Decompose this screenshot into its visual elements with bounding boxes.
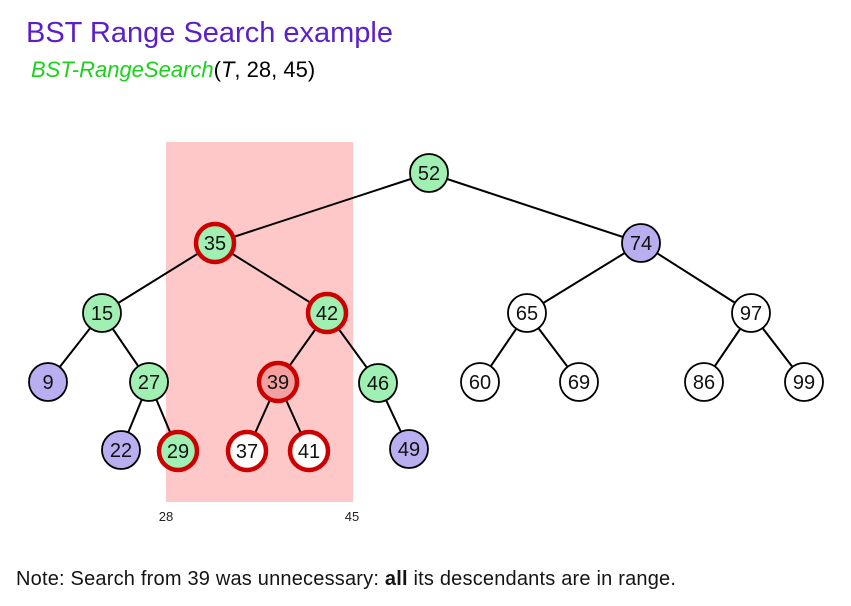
algorithm-args-open: (	[213, 57, 221, 82]
tree-node-value: 52	[418, 163, 440, 185]
tree-node-circle	[101, 430, 141, 470]
tree-node-value: 86	[693, 372, 715, 394]
note-text: Note: Search from 39 was unnecessary: al…	[16, 568, 676, 591]
tree-node-circle	[621, 223, 661, 263]
note-prefix: Note: Search from 39 was unnecessary:	[16, 568, 385, 590]
tree-node-value: 27	[138, 372, 160, 394]
tree-node-circle	[287, 429, 331, 473]
tree-node-circle	[684, 362, 724, 402]
tree-node-value: 65	[516, 303, 538, 325]
tree-node-value: 39	[267, 372, 289, 394]
tree-node-circle	[156, 429, 200, 473]
page-title: BST Range Search example	[26, 17, 394, 49]
tree-node: 69	[559, 362, 599, 402]
tree-node-circle	[460, 362, 500, 402]
tree-node-value: 60	[469, 372, 491, 394]
tree-node-circle	[389, 429, 429, 469]
note-suffix: its descendants are in range.	[407, 568, 677, 590]
tree-node-circle	[358, 363, 398, 403]
tree-node-value: 9	[42, 372, 53, 394]
range-high-label: 45	[345, 509, 359, 524]
tree-node: 9	[28, 362, 68, 402]
tree-node: 39	[256, 360, 300, 404]
tree-node-value: 49	[398, 439, 420, 461]
tree-node-circle	[225, 429, 269, 473]
tree-node-value: 97	[740, 303, 762, 325]
tree-node: 86	[684, 362, 724, 402]
tree-node-value: 37	[236, 441, 258, 463]
tree-node: 42	[305, 291, 349, 335]
tree-node-value: 99	[793, 372, 815, 394]
tree-node-circle	[28, 362, 68, 402]
tree-node: 97	[731, 293, 771, 333]
tree-node-value: 22	[110, 440, 132, 462]
tree-node: 60	[460, 362, 500, 402]
tree-node: 22	[101, 430, 141, 470]
tree-node-circle	[731, 293, 771, 333]
tree-edge	[101, 242, 216, 314]
tree-node-value: 15	[91, 303, 113, 325]
note-bold: all	[384, 568, 408, 590]
tree-edge	[214, 172, 430, 244]
tree-node-circle	[82, 293, 122, 333]
tree-node: 27	[129, 362, 169, 402]
tree-node: 35	[193, 221, 237, 265]
tree-node-value: 46	[367, 373, 389, 395]
tree-node: 99	[784, 362, 824, 402]
tree-edge	[428, 172, 642, 244]
algorithm-arg-tree: T	[220, 57, 235, 82]
tree-node: 65	[507, 293, 547, 333]
tree-node-circle	[193, 221, 237, 265]
tree-edge	[214, 242, 328, 314]
tree-node-circle	[559, 362, 599, 402]
tree-node-circle	[409, 153, 449, 193]
tree-node-circle	[784, 362, 824, 402]
tree-node: 52	[409, 153, 449, 193]
algorithm-call: BST-RangeSearch(T, 28, 45)	[31, 57, 315, 83]
tree-node: 29	[156, 429, 200, 473]
tree-node-value: 74	[630, 233, 652, 255]
tree-node-value: 35	[204, 233, 226, 255]
tree-node-value: 69	[568, 372, 590, 394]
tree-node-value: 42	[316, 303, 338, 325]
tree-node: 15	[82, 293, 122, 333]
tree-node: 46	[358, 363, 398, 403]
range-low-label: 28	[159, 509, 173, 524]
tree-edge	[526, 242, 642, 314]
tree-node-circle	[129, 362, 169, 402]
algorithm-args-rest: , 28, 45)	[234, 57, 316, 82]
algorithm-name: BST-RangeSearch	[31, 57, 214, 82]
tree-node: 49	[389, 429, 429, 469]
tree-node-circle	[256, 360, 300, 404]
tree-node: 41	[287, 429, 331, 473]
tree-node-value: 29	[167, 441, 189, 463]
tree-node-circle	[507, 293, 547, 333]
tree-node-circle	[305, 291, 349, 335]
tree-node: 74	[621, 223, 661, 263]
tree-edge	[640, 242, 752, 314]
tree-node: 37	[225, 429, 269, 473]
tree-node-value: 41	[298, 441, 320, 463]
